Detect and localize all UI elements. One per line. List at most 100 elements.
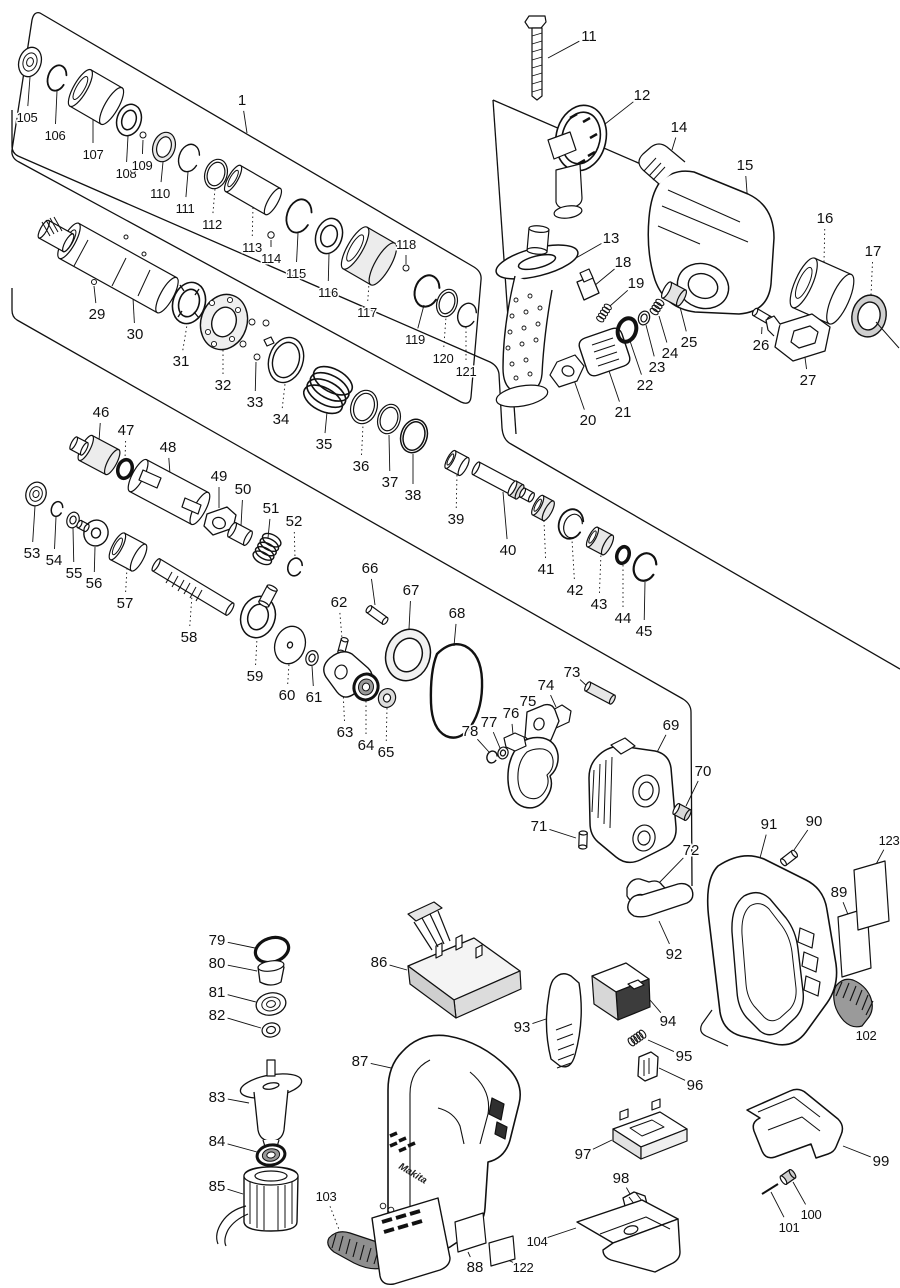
part-77-graphic <box>497 746 509 760</box>
leader-29 <box>93 285 97 304</box>
part-label-90: 90 <box>806 813 823 830</box>
leader-92 <box>658 920 670 945</box>
part-label-87: 87 <box>352 1053 369 1070</box>
leader-13 <box>575 243 602 259</box>
leader-21 <box>607 367 620 402</box>
part-label-75: 75 <box>520 693 537 710</box>
part-label-116: 116 <box>318 285 338 300</box>
part-33-dots <box>239 318 270 361</box>
part-70-graphic <box>672 802 692 822</box>
leader-35 <box>324 411 328 434</box>
leader-1 <box>243 110 248 134</box>
part-label-38: 38 <box>405 487 422 504</box>
part-label-102: 102 <box>856 1028 877 1043</box>
part-91-graphic <box>741 903 797 1022</box>
part-111-graphic <box>177 143 201 173</box>
part-100-graphic <box>779 1168 797 1186</box>
part-83-graphic <box>266 1059 276 1077</box>
part-40-graphic <box>507 480 525 500</box>
leader-116 <box>327 253 330 282</box>
part-label-83: 83 <box>209 1089 226 1106</box>
part-label-99: 99 <box>873 1153 890 1170</box>
part-29-graphic <box>91 279 97 285</box>
leader-70 <box>685 780 699 807</box>
part-30-lines <box>41 216 151 297</box>
part-label-79: 79 <box>209 932 226 949</box>
part-label-32: 32 <box>215 377 232 394</box>
part-label-65: 65 <box>378 744 395 761</box>
part-label-113: 113 <box>242 240 262 255</box>
part-16-graphic <box>789 257 855 325</box>
part-86-graphic <box>455 934 463 951</box>
leader-104 <box>547 1227 577 1238</box>
part-115-graphic <box>285 198 313 234</box>
part-67-graphic <box>384 628 432 682</box>
part-label-63: 63 <box>337 724 354 741</box>
part-label-29: 29 <box>89 306 106 323</box>
part-label-105: 105 <box>17 110 38 125</box>
part-91-graphic <box>797 927 815 949</box>
leader-82 <box>227 1017 262 1029</box>
part-12-graphic <box>554 104 608 172</box>
part-12-graphic <box>547 131 577 160</box>
leader-42 <box>571 539 575 580</box>
leader-68 <box>453 623 457 647</box>
part-label-48: 48 <box>160 439 177 456</box>
part-69-graphic <box>632 824 656 852</box>
part-51-graphic <box>252 532 282 566</box>
part-label-61: 61 <box>306 689 323 706</box>
leader-84 <box>227 1143 258 1153</box>
leader-30 <box>132 297 135 324</box>
part-label-107: 107 <box>83 147 104 162</box>
leader-66 <box>371 578 376 606</box>
leader-90 <box>793 829 809 851</box>
leader-53 <box>32 505 36 543</box>
leader-17 <box>870 261 873 296</box>
part-118-graphic <box>402 264 410 272</box>
part-91-graphic <box>803 975 821 997</box>
part-48-graphic <box>127 458 211 526</box>
part-104-graphic <box>602 1218 681 1273</box>
part-99-graphic <box>757 1096 821 1118</box>
part-label-68: 68 <box>449 605 466 622</box>
leader-14 <box>671 137 677 151</box>
leader-50 <box>240 499 243 527</box>
part-104-graphic <box>599 1216 671 1235</box>
part-87-graphic <box>409 1059 431 1210</box>
part-60-graphic <box>273 625 307 665</box>
leader-51 <box>267 518 271 539</box>
part-97-graphic <box>651 1098 661 1111</box>
leader-62 <box>339 612 343 640</box>
part-102-graphic <box>833 978 873 1028</box>
part-90-graphic <box>779 849 799 867</box>
part-label-67: 67 <box>403 582 420 599</box>
part-113-graphic <box>223 164 283 216</box>
leader-34 <box>281 383 286 409</box>
leader-37 <box>388 434 391 472</box>
part-97-graphic <box>619 1108 629 1121</box>
part-label-60: 60 <box>279 687 296 704</box>
part-label-15: 15 <box>737 157 754 174</box>
part-93-lines <box>555 1023 575 1069</box>
part-64-graphic <box>352 672 380 702</box>
part-42-graphic <box>563 513 583 539</box>
part-25-graphic <box>660 281 688 307</box>
part-103-lines <box>331 1233 379 1265</box>
part-39-graphic <box>444 449 470 477</box>
part-label-20: 20 <box>580 412 597 429</box>
leader-56 <box>93 546 96 573</box>
part-69-lines <box>591 756 613 829</box>
leader-47 <box>124 440 127 460</box>
part-label-24: 24 <box>662 345 679 362</box>
part-85-lines <box>249 1182 293 1230</box>
leader-74 <box>550 694 557 708</box>
leader-115 <box>296 232 299 263</box>
leader-81 <box>227 994 257 1003</box>
part-36-graphic <box>349 389 379 425</box>
part-label-104: 104 <box>527 1234 548 1249</box>
leader-100 <box>792 1181 806 1205</box>
part-label-40: 40 <box>500 542 517 559</box>
leader-110 <box>160 161 164 183</box>
leader-88 <box>467 1251 471 1258</box>
